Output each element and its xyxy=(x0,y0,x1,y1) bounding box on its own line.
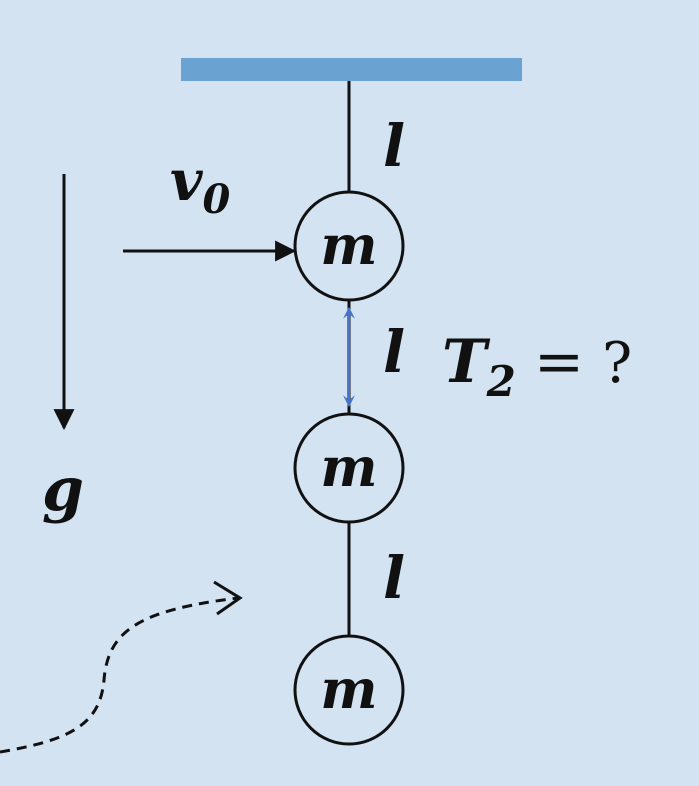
length-middle-label: l xyxy=(383,318,405,386)
tension-subscript: 2 xyxy=(486,357,516,406)
ceiling-bar xyxy=(181,58,522,81)
gravity-label: g xyxy=(42,455,84,525)
mass-top: m xyxy=(293,190,405,302)
mass-bottom: m xyxy=(293,634,405,746)
motion-path-icon xyxy=(0,596,239,754)
mass-middle-label: m xyxy=(320,435,377,499)
tension-equals: = xyxy=(534,327,584,397)
tension-question: T2 =? xyxy=(442,327,632,406)
mass-bottom-label: m xyxy=(320,657,377,721)
tension-question-mark: ? xyxy=(602,331,632,396)
velocity-label: v0 xyxy=(170,148,231,223)
length-bottom-label: l xyxy=(383,544,405,612)
length-top-label: l xyxy=(383,112,405,180)
tension-symbol: T xyxy=(442,327,491,397)
motion-path-arrowhead xyxy=(213,580,243,616)
mass-top-label: m xyxy=(320,213,377,277)
velocity-subscript: 0 xyxy=(203,176,231,223)
mass-middle: m xyxy=(293,412,405,524)
velocity-symbol: v xyxy=(170,148,204,214)
